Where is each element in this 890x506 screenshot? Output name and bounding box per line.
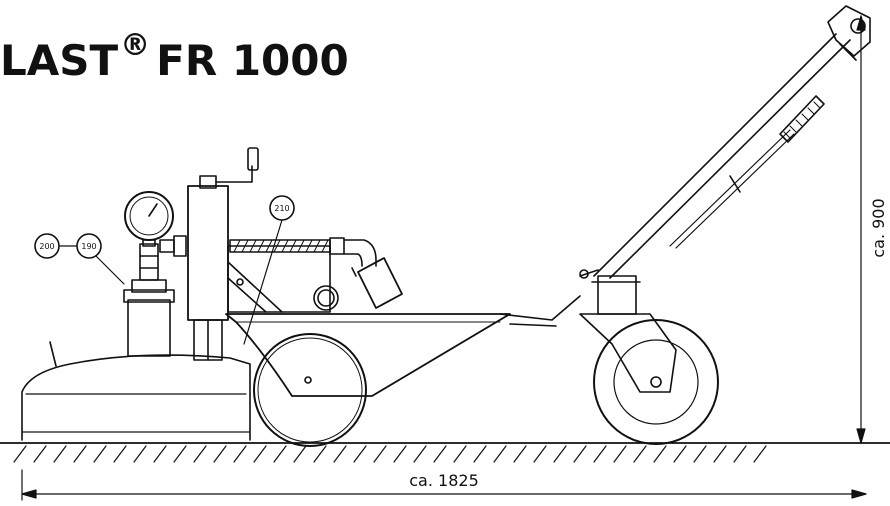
callout-210: 210 — [274, 204, 289, 213]
pressure-vessel — [127, 299, 171, 357]
height-label: ca. 900 — [869, 198, 888, 257]
registered-mark: ® — [120, 28, 151, 63]
ground-hatching — [13, 445, 767, 463]
callout-190: 190 — [81, 242, 96, 251]
crank-handle — [215, 165, 253, 183]
callout-200: 200 — [39, 242, 54, 251]
callout-bubble-190 — [76, 233, 102, 259]
length-dimension-line — [21, 469, 867, 501]
title-text-after: FR 1000 — [156, 36, 349, 85]
front-wheel — [253, 333, 367, 447]
chassis-frame — [225, 313, 511, 397]
title-text-before: LAST — [0, 36, 119, 85]
height-dimension-line — [856, 15, 866, 444]
diagram-title: LAST®FR 1000 — [0, 28, 349, 85]
hopper-frame — [227, 245, 331, 313]
length-label: ca. 1825 — [409, 471, 479, 490]
rear-wheel — [593, 319, 719, 445]
base-housing — [21, 354, 251, 441]
blast-tank — [187, 185, 229, 321]
push-handle — [579, 5, 871, 279]
rear-wheel-fork — [579, 313, 677, 393]
motor-unit — [357, 257, 403, 309]
inspection-port — [313, 285, 339, 311]
